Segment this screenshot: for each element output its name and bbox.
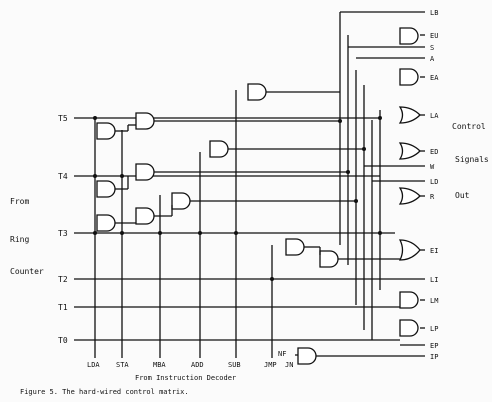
and-gates-left bbox=[96, 83, 339, 365]
output-label-ep: EP bbox=[430, 342, 438, 350]
timing-label-t3: T3 bbox=[58, 229, 68, 238]
timing-label-t4: T4 bbox=[58, 172, 68, 181]
timing-lines bbox=[74, 117, 400, 341]
instruction-label-jmp: JMP bbox=[264, 361, 277, 369]
output-label-ei: EI bbox=[430, 247, 438, 255]
junction-dots bbox=[93, 116, 382, 281]
output-label-s: S bbox=[430, 44, 434, 52]
output-label-w: W bbox=[430, 163, 435, 171]
timing-label-t5: T5 bbox=[58, 114, 68, 123]
counter-label: Counter bbox=[10, 267, 44, 276]
instruction-label-lda: LDA bbox=[87, 361, 100, 369]
output-label-r: R bbox=[430, 193, 435, 201]
output-label-a: A bbox=[430, 55, 435, 63]
timing-label-t1: T1 bbox=[58, 303, 68, 312]
output-label-ea: EA bbox=[430, 74, 439, 82]
output-wires bbox=[340, 11, 425, 357]
ring-label: Ring bbox=[10, 235, 29, 244]
output-label-ed: ED bbox=[430, 148, 438, 156]
instruction-label-sta: STA bbox=[116, 361, 129, 369]
gate-connections bbox=[115, 91, 400, 357]
output-label-lm: LM bbox=[430, 297, 438, 305]
signals-label: Signals bbox=[455, 155, 489, 164]
output-label-li: LI bbox=[430, 276, 438, 284]
output-label-ip: IP bbox=[430, 353, 438, 361]
figure-caption: Figure 5. The hard-wired control matrix. bbox=[20, 388, 189, 396]
flag-label-nf: NF bbox=[278, 350, 286, 358]
instruction-label-add: ADD bbox=[191, 361, 204, 369]
output-label-lb: LB bbox=[430, 9, 438, 17]
out-label: Out bbox=[455, 191, 470, 200]
control-label: Control bbox=[452, 122, 486, 131]
from-label: From bbox=[10, 197, 29, 206]
instruction-label-jn: JN bbox=[285, 361, 293, 369]
instruction-label-mba: MBA bbox=[153, 361, 166, 369]
timing-label-t2: T2 bbox=[58, 275, 68, 284]
right-buses bbox=[339, 12, 381, 340]
output-label-la: LA bbox=[430, 112, 439, 120]
output-gates bbox=[398, 27, 421, 337]
output-label-lp: LP bbox=[430, 325, 438, 333]
output-label-eu: EU bbox=[430, 32, 438, 40]
instruction-decoder-label: From Instruction Decoder bbox=[135, 374, 236, 382]
timing-label-t0: T0 bbox=[58, 336, 68, 345]
instruction-lines bbox=[94, 90, 300, 358]
output-label-ld: LD bbox=[430, 178, 438, 186]
instruction-label-sub: SUB bbox=[228, 361, 241, 369]
